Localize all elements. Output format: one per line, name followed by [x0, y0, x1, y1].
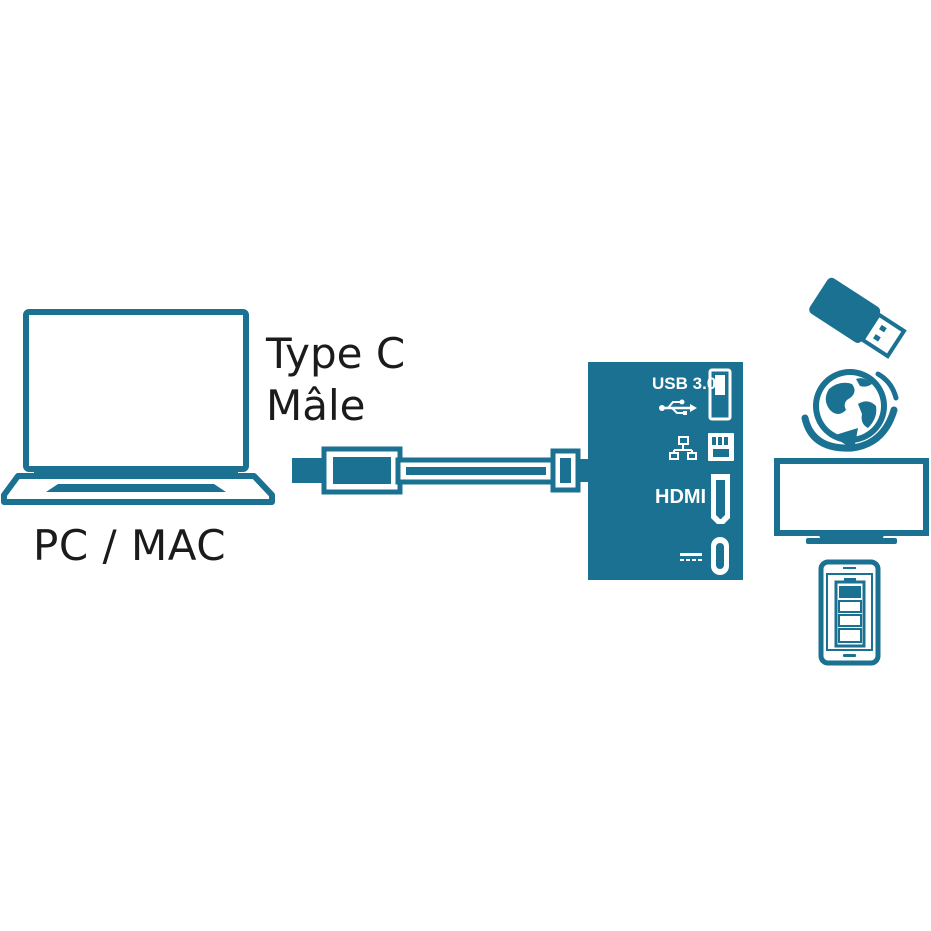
hub-port-hdmi-label: HDMI — [655, 486, 706, 508]
cable — [395, 448, 588, 493]
usb-symbol-icon — [659, 399, 697, 415]
usb-c-hub: USB 3.0 HDM — [588, 362, 743, 580]
usb-stick-icon — [809, 277, 907, 359]
globe-internet-icon — [801, 369, 899, 452]
network-icon — [669, 436, 697, 460]
dc-power-icon — [680, 553, 702, 561]
computer-label: PC / MAC — [33, 521, 227, 570]
usb-a-port — [708, 368, 732, 421]
laptop-icon — [1, 309, 275, 505]
connector-label-line2: Mâle — [266, 381, 366, 430]
connector-label: Type C Mâle — [266, 328, 405, 432]
ethernet-port — [708, 433, 734, 461]
usb-c-plug-icon — [292, 446, 403, 495]
monitor-icon — [774, 458, 929, 544]
connector-label-line1: Type C — [266, 329, 406, 378]
smartphone-battery-icon — [818, 559, 881, 666]
hdmi-port-icon — [711, 474, 730, 524]
hub-port-usb-label: USB 3.0 — [652, 374, 716, 393]
